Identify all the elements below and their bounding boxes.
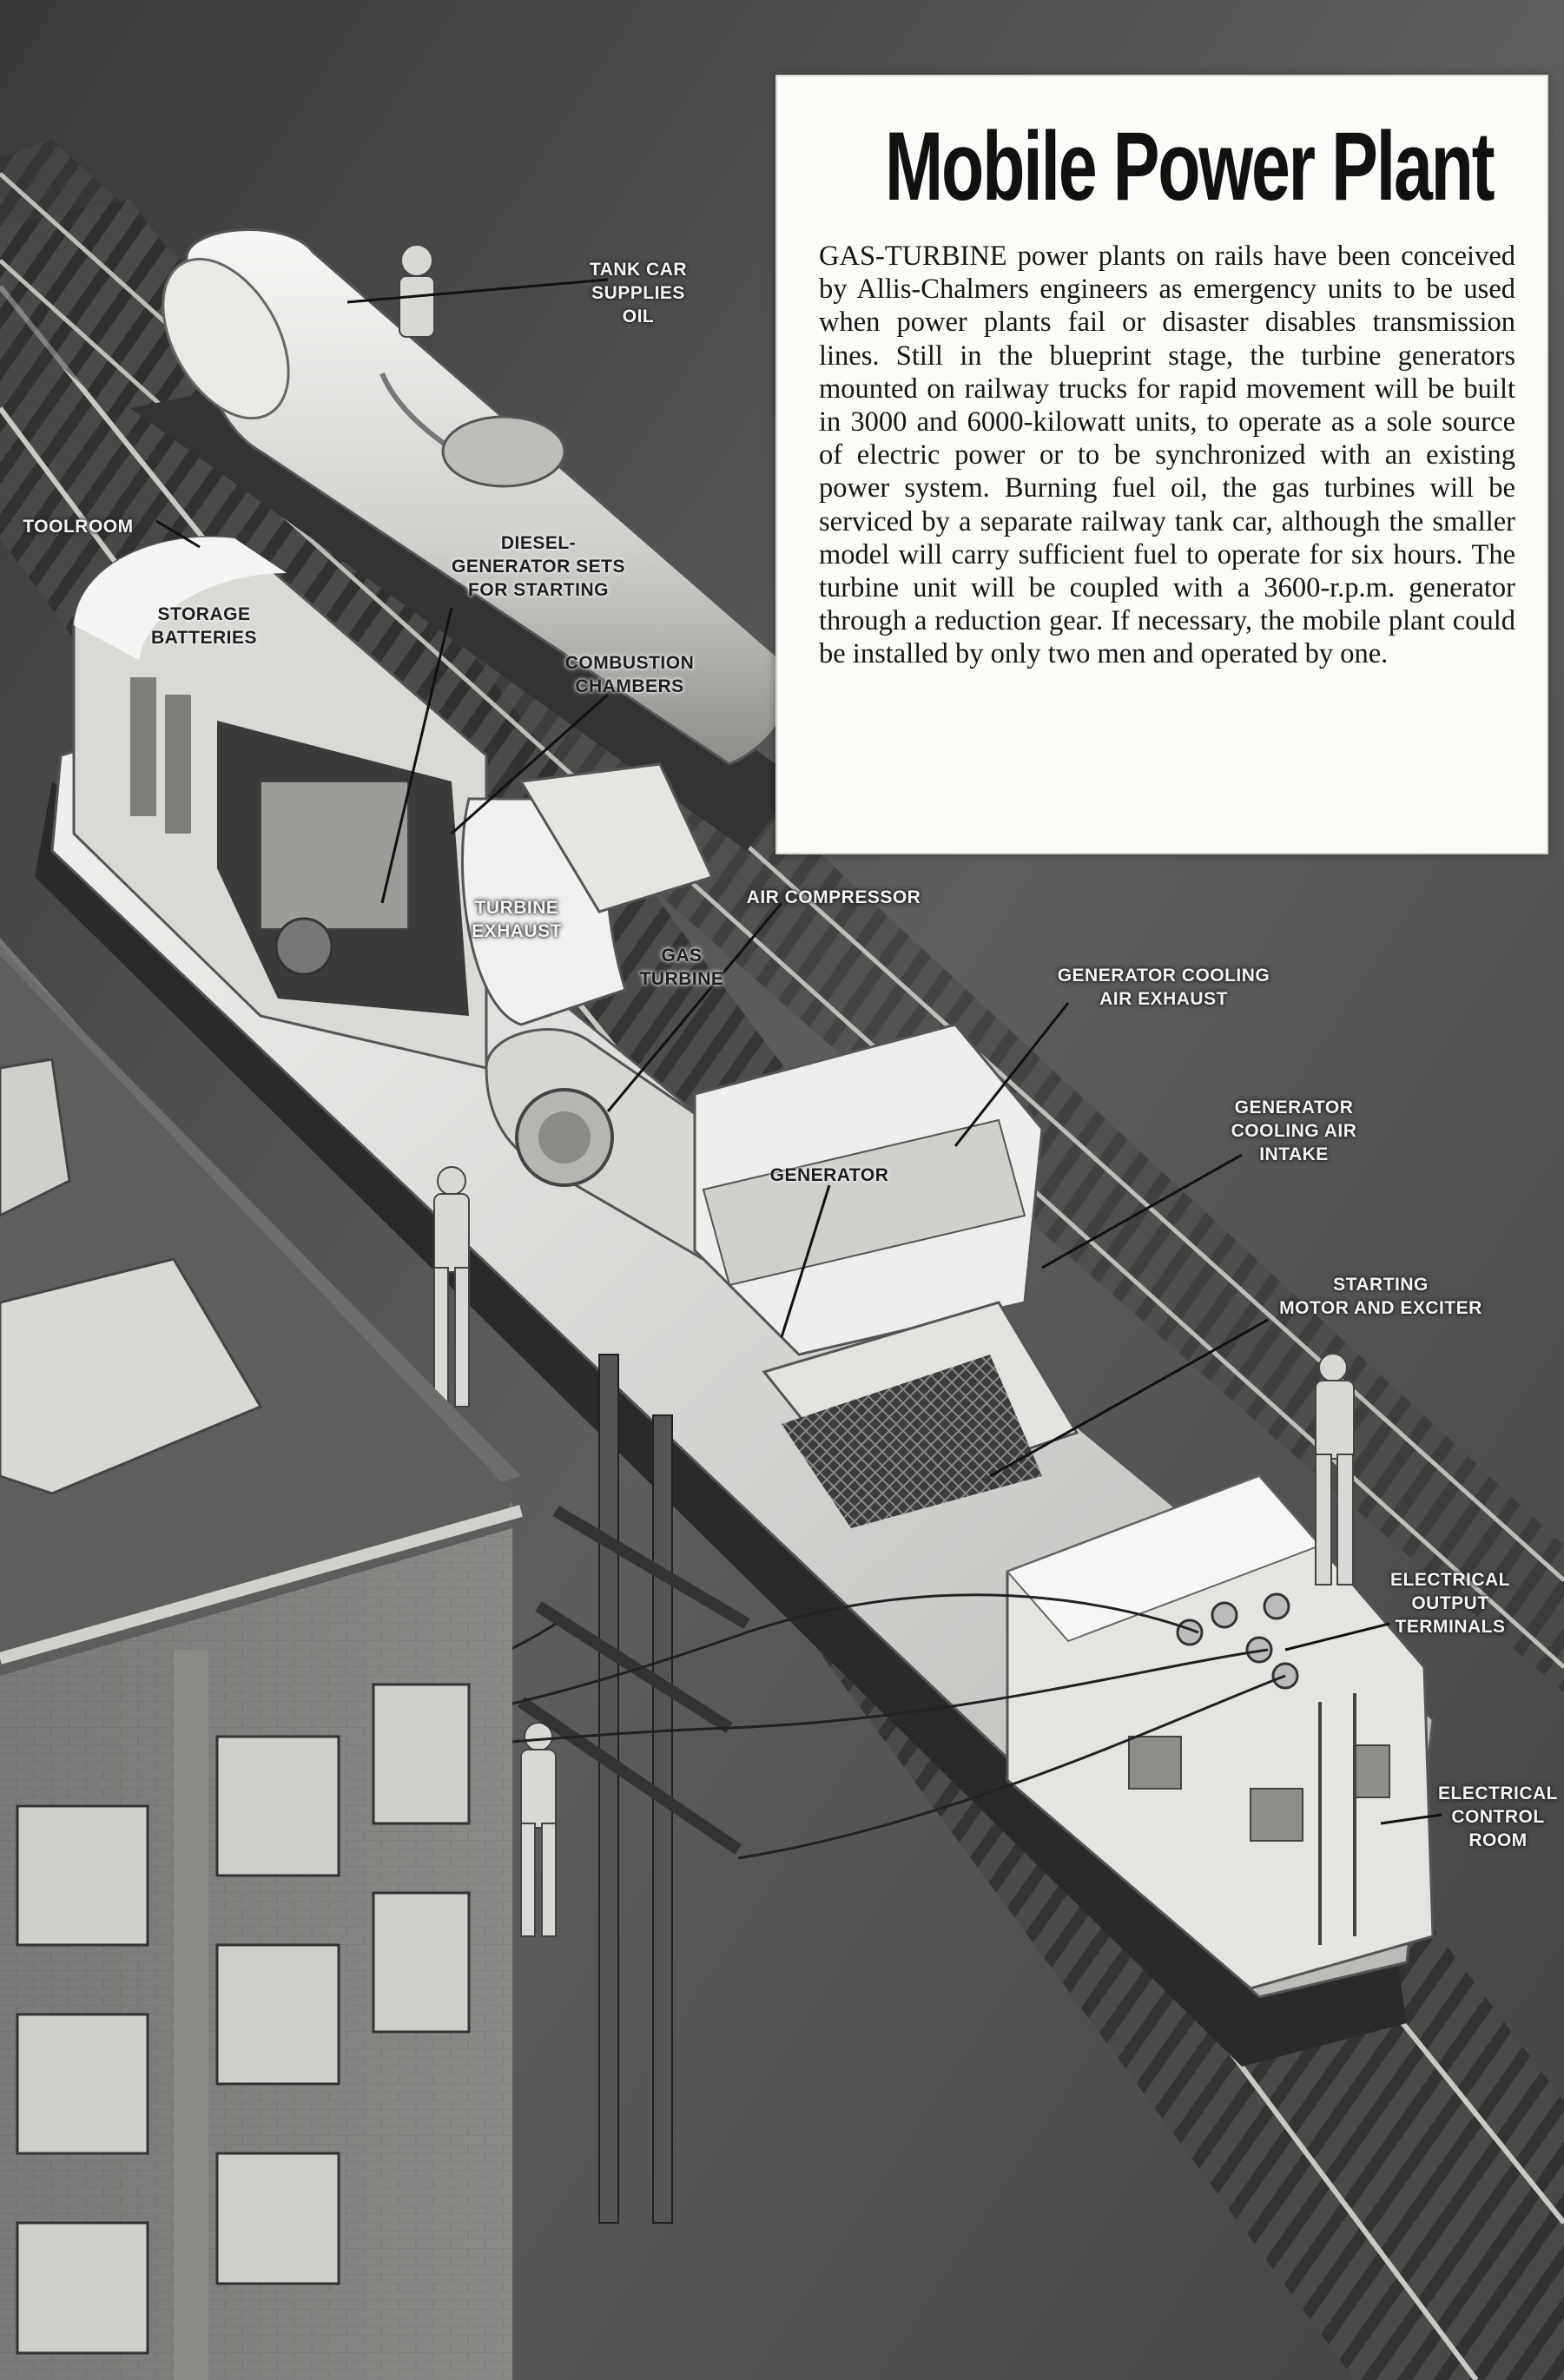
label-generator-cooling-intake: GENERATOR COOLING AIR INTAKE (1231, 1098, 1357, 1164)
headline: Mobile Power Plant (885, 112, 1495, 221)
label-turbine-exhaust: TURBINE EXHAUST (472, 898, 562, 941)
worker-figures (399, 244, 1355, 1937)
label-electrical-output: ELECTRICAL OUTPUT TERMINALS (1390, 1570, 1510, 1637)
tank-car (130, 228, 799, 851)
article-panel: Mobile Power Plant GAS-TURBINE power pla… (775, 75, 1548, 854)
label-air-compressor: AIR COMPRESSOR (746, 887, 921, 907)
article-body: GAS-TURBINE power plants on rails have b… (819, 241, 1515, 670)
locomotive (35, 536, 1435, 2067)
label-starting-motor: STARTING MOTOR AND EXCITER (1279, 1275, 1482, 1318)
label-tank-car: TANK CAR SUPPLIES OIL (589, 260, 688, 326)
label-gas-turbine: GAS TURBINE (639, 946, 724, 989)
building (0, 938, 523, 2380)
label-combustion-chambers: COMBUSTION CHAMBERS (564, 653, 695, 696)
label-diesel-generator: DIESEL- GENERATOR SETS FOR STARTING (452, 533, 625, 600)
label-generator-cooling-exhaust: GENERATOR COOLING AIR EXHAUST (1057, 966, 1270, 1009)
label-electrical-control: ELECTRICAL CONTROL ROOM (1438, 1783, 1558, 1850)
label-toolroom: TOOLROOM (23, 517, 134, 537)
callout-leader-lines (155, 278, 1442, 1825)
label-generator: GENERATOR (769, 1165, 889, 1185)
label-storage-batteries: STORAGE BATTERIES (151, 604, 257, 648)
